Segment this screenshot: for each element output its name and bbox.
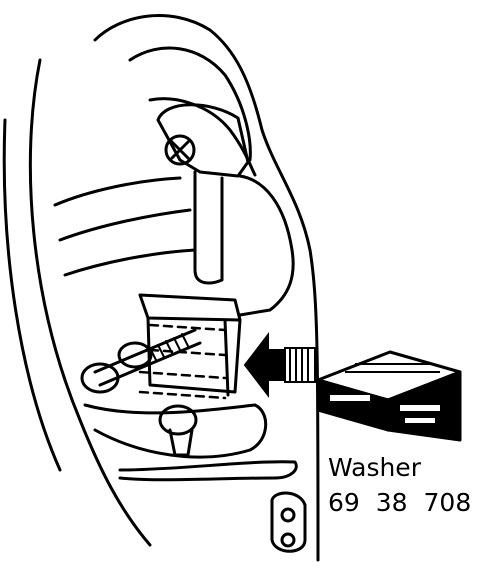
lower-stud-shank [168,428,194,457]
upper-bolt-head [164,134,196,166]
lock-keyhole-upper [280,507,296,523]
washer-part [316,350,462,442]
door-panel-lower [58,208,192,242]
pillar-mid [148,97,257,177]
rod-threads [149,333,189,361]
bracket-plate [156,103,250,178]
hidden-line-mid [148,348,227,357]
insertion-arrow [243,332,316,398]
striker-plate [138,293,242,322]
pillar-inner [128,46,252,162]
pillar-right-edge [223,318,230,397]
door-panel-bottom [63,248,197,277]
washer-part-number: 69 38 708 [328,488,472,517]
door-panel-upper [53,176,182,207]
hidden-line-top [148,323,227,332]
upper-bolt-detail [168,138,192,162]
door-edge-inner [2,118,62,472]
rod-nut-1 [117,341,153,369]
lock-keyhole-lower [280,532,296,548]
lower-stud-head [158,404,198,436]
sill-lower [118,460,298,482]
hidden-line-low [138,370,227,380]
lock-cylinder [270,491,307,553]
washer-label: Washer [328,453,421,482]
pillar-outline [93,14,320,562]
rod-nut-2 [80,362,120,394]
door-edge-outer [28,58,152,547]
bracket-arm [193,170,224,285]
hidden-line-bottom [138,390,227,400]
bracket-arm-right [238,174,295,317]
